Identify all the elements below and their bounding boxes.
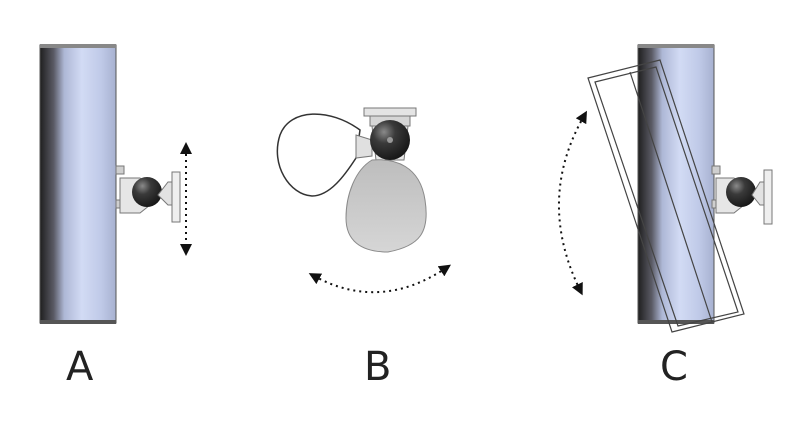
panel-c: C <box>558 44 773 390</box>
column-speaker-icon <box>637 44 715 324</box>
panel-b: B <box>276 107 451 390</box>
speaker-top-view-icon <box>276 107 427 253</box>
wall-mount-icon <box>115 165 181 223</box>
panel-a: A <box>39 44 192 390</box>
tilted-speaker-outline-icon <box>587 59 745 333</box>
column-speaker-icon <box>39 44 117 324</box>
panel-b-label: B <box>364 344 391 390</box>
horizontal-rotate-arrow-icon <box>308 264 451 294</box>
wall-mount-icon <box>711 165 773 225</box>
panel-c-label: C <box>660 344 688 390</box>
tilt-arrow-icon <box>558 110 587 296</box>
panel-a-label: A <box>66 344 94 390</box>
